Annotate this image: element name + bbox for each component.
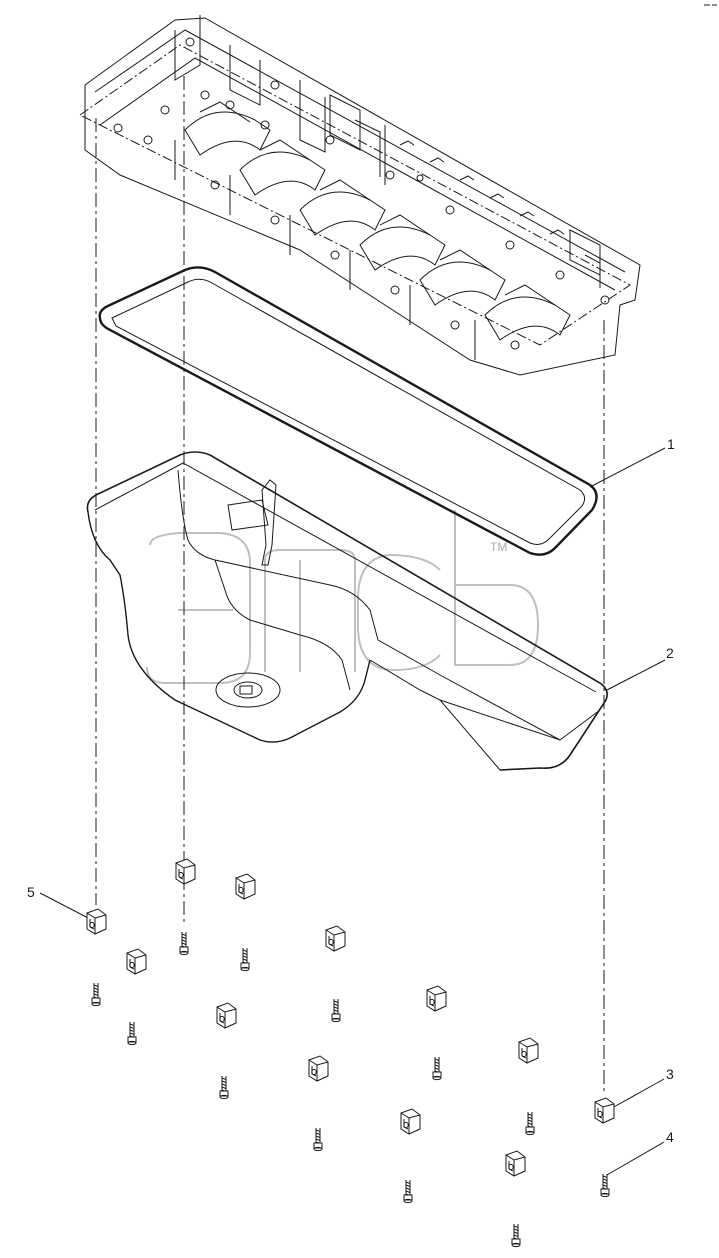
watermark-logo <box>146 510 540 684</box>
bolt <box>313 1128 323 1152</box>
callout-3: 3 <box>666 1066 674 1082</box>
bolt <box>403 1180 413 1204</box>
drain-plug <box>215 672 281 708</box>
bracket <box>86 908 107 935</box>
bolt-holes <box>113 37 610 350</box>
dipstick-tube <box>227 479 277 566</box>
bracket <box>175 858 196 885</box>
callout-4: 4 <box>666 1129 674 1145</box>
bracket <box>126 948 147 975</box>
bolt <box>240 948 250 972</box>
brackets-group <box>86 858 615 1177</box>
callout-5: 5 <box>27 884 35 900</box>
bolt <box>331 999 341 1023</box>
bracket <box>400 1108 421 1135</box>
bolt <box>91 983 101 1007</box>
engine-block <box>79 15 641 376</box>
bolts-group <box>91 932 610 1248</box>
bolt <box>525 1112 535 1136</box>
bracket <box>505 1150 526 1177</box>
oil-pan <box>86 451 608 771</box>
bolt <box>179 932 189 956</box>
watermark-trademark: TM <box>490 540 507 554</box>
bolt <box>600 1174 610 1198</box>
oil-pan-gasket <box>98 266 598 556</box>
bracket <box>235 873 256 900</box>
callout-leaders <box>39 447 666 1176</box>
bolt <box>432 1057 442 1081</box>
callout-2: 2 <box>666 645 674 661</box>
bracket <box>308 1055 329 1082</box>
bracket <box>216 1002 237 1029</box>
bracket <box>594 1097 615 1124</box>
alignment-lines <box>95 76 605 1095</box>
main-bearing-saddles <box>184 111 571 341</box>
bolt <box>127 1022 137 1046</box>
callout-1: 1 <box>667 436 675 452</box>
bolt <box>511 1224 521 1248</box>
bracket <box>325 925 346 952</box>
bracket <box>518 1037 539 1064</box>
bracket <box>426 985 447 1012</box>
bolt <box>219 1076 229 1100</box>
